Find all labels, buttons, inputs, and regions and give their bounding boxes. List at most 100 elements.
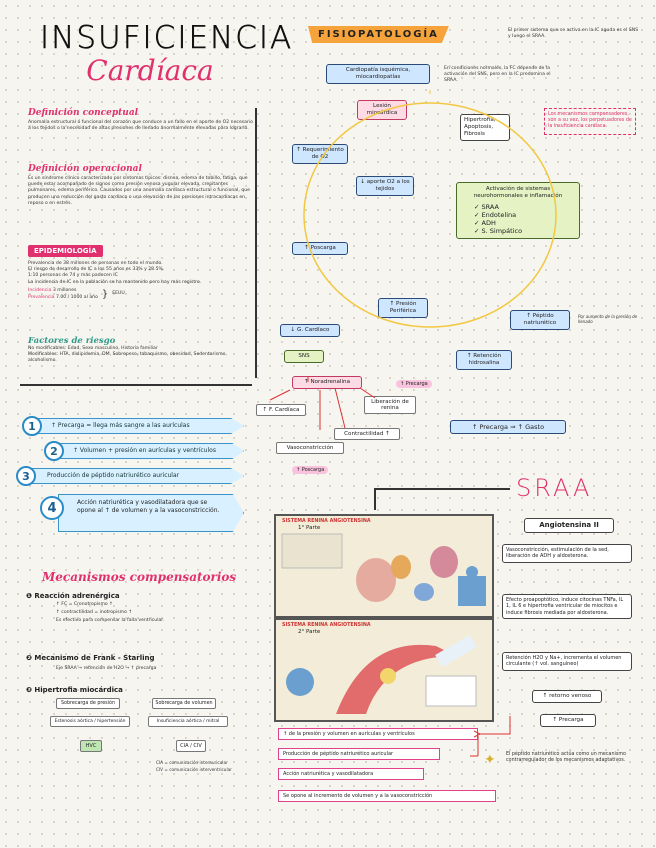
page-title: INSUFICIENCIA Cardíaca bbox=[40, 20, 294, 87]
precarga-tag: ↑ Precarga bbox=[396, 380, 432, 388]
prevalencia-label: Prevalencia bbox=[28, 294, 55, 300]
title-line2: Cardíaca bbox=[86, 54, 214, 87]
m1-title-row: ❶ Reacción adrenérgica bbox=[26, 592, 120, 600]
m1-title: Reacción adrenérgica bbox=[34, 592, 120, 600]
list-item: ✓ ADH bbox=[474, 219, 496, 228]
paso-3-num: 3 bbox=[16, 466, 36, 486]
divider bbox=[20, 384, 252, 386]
paso-4-num: 4 bbox=[40, 496, 64, 520]
fisio-note2: En condiciones normales, la FC depende d… bbox=[444, 66, 551, 84]
box-lesion: Lesión miocárdica bbox=[357, 100, 407, 120]
fisio-cycle bbox=[303, 90, 557, 328]
box-retencion: ↑ Retención hidrosalina bbox=[456, 350, 512, 370]
sraa-retorno: ↑ retorno venoso bbox=[532, 690, 602, 703]
paso-3: Producción de péptido natriurético auric… bbox=[24, 468, 244, 484]
bottom-step: Producción de péptido natriurético auric… bbox=[278, 748, 440, 760]
box-peptido: ↑ Péptido natriurético bbox=[510, 310, 570, 330]
box-sns: SNS bbox=[284, 350, 324, 363]
list-item: La incidencia de IC en la población se h… bbox=[28, 279, 202, 285]
sparkle-icon: ✦ bbox=[484, 752, 496, 768]
mecanismos-note: Los mecanismos compensadores, son a su v… bbox=[544, 108, 636, 135]
panel1-illustration bbox=[281, 533, 486, 606]
sraa-effect1: Vasoconstricción, estimulación de la sed… bbox=[502, 544, 632, 563]
m3-box: HVC bbox=[80, 740, 102, 752]
factores-line1: No modificables: Edad, Sexo masculino, H… bbox=[28, 346, 158, 351]
m3-title-row: ❸ Hipertrofia miocárdica bbox=[26, 686, 123, 694]
m3-box: Sobrecarga de volumen bbox=[152, 698, 216, 709]
paso-2: ↑ Volumen + presión en aurículas y ventr… bbox=[50, 443, 244, 459]
panel2-illustration bbox=[286, 634, 477, 714]
divider bbox=[374, 488, 376, 510]
bottom-step: ↑ de la presión y volumen en aurículas y… bbox=[278, 728, 478, 740]
divider bbox=[255, 108, 257, 378]
definicion-conceptual-heading: Definición conceptual bbox=[28, 108, 139, 118]
sraa-effect3: Retención H2O y Na+, incrementa el volum… bbox=[502, 652, 632, 671]
box-aporte: ↓ aporte O2 a los tejidos bbox=[356, 176, 414, 196]
m2-line: Eje SRAA → retención de H2O → ↑ precarga bbox=[56, 666, 157, 671]
definicion-operacional-heading: Definición operacional bbox=[28, 164, 142, 174]
paso-1-num: 1 bbox=[22, 416, 42, 436]
box-fc: ↑ F. Cardíaca bbox=[256, 404, 306, 416]
epidemiologia-heading: EPIDEMIOLOGÍA bbox=[28, 245, 103, 257]
m3-legend2: CIV = comunicación interventricular bbox=[156, 767, 232, 772]
fisio-note1: El primer sistema que se activa en la IC… bbox=[508, 28, 639, 40]
list-item: El riesgo de desarrollo de IC a los 55 a… bbox=[28, 267, 165, 273]
box-requerimiento: ↑ Requerimiento de O2 bbox=[292, 144, 348, 164]
sraa-panel-2: SISTEMA RENINA ANGIOTENSINA 2° Parte bbox=[274, 618, 494, 722]
sraa-precarga: ↑ Precarga bbox=[540, 714, 596, 727]
panel2-sub: 2° Parte bbox=[298, 629, 321, 635]
list-item: ✓ S. Simpático bbox=[474, 227, 523, 236]
definicion-operacional-body: Es un síndrome clínico caracterizado por… bbox=[28, 176, 250, 206]
bottom-step: Acción natriurética y vasodilatadora bbox=[278, 768, 424, 780]
divider bbox=[374, 488, 510, 490]
fisiopatologia-heading: FISIOPATOLOGÍA bbox=[308, 26, 449, 43]
list-item: Prevalencia de 38 millones de personas e… bbox=[28, 261, 163, 266]
m2-title: Mecanismo de Frank - Starling bbox=[34, 654, 155, 662]
panel1-title: SISTEMA RENINA ANGIOTENSINA bbox=[282, 519, 371, 524]
panel1-sub: 1° Parte bbox=[298, 525, 321, 531]
sraa-effect2: Efecto proapoptótico, induce citocinas T… bbox=[502, 594, 632, 619]
definicion-conceptual-body: Anomalía estructural ó funcional del cor… bbox=[28, 120, 253, 132]
eeuu-tag: EEUU bbox=[112, 291, 125, 297]
epidemiologia-list: Prevalencia de 38 millones de personas e… bbox=[28, 261, 253, 286]
prevalencia-value: 7.00 / 1000 al año bbox=[55, 294, 98, 300]
box-gc: ↓ G. Cardíaco bbox=[280, 324, 340, 337]
box-cardiopatia: Cardiopatía isquémica, miocardiopatías bbox=[326, 64, 430, 84]
list-item: ✓ Endotelina bbox=[474, 211, 517, 220]
list-item: ✓ SRAA bbox=[474, 202, 499, 211]
list-item: ↑ contractilidad = inotropismo ↑ bbox=[56, 610, 133, 616]
factores-line2: Modificables: HTA, dislipidemia, DM, Sob… bbox=[28, 352, 227, 364]
box-activacion: Activación de sistemas neurohormonales e… bbox=[456, 182, 580, 240]
incidencia-label: Incidencia bbox=[28, 288, 52, 294]
red-arrows bbox=[269, 376, 376, 430]
m3-box: CIA / CIV bbox=[176, 740, 206, 752]
box-noradrenalina: ↑ Noradrenalina bbox=[292, 376, 362, 389]
m2-title-row: ❷ Mecanismo de Frank - Starling bbox=[26, 654, 155, 662]
panel2-title: SISTEMA RENINA ANGIOTENSINA bbox=[282, 623, 371, 628]
box-precarga-gasto: ↑ Precarga ⇒ ↑ Gasto bbox=[450, 420, 566, 435]
sraa-heading: SRAA bbox=[516, 474, 593, 502]
activacion-title: Activación de sistemas neurohormonales e… bbox=[473, 186, 563, 199]
title-line1: INSUFICIENCIA bbox=[40, 20, 294, 57]
bottom-step: Se opone al incremento de volumen y a la… bbox=[278, 790, 496, 802]
list-item: Es efectivo para compensar la falla vent… bbox=[56, 618, 165, 624]
paso-1: ↑ Precarga = llega más sangre a las aurí… bbox=[28, 418, 244, 434]
m3-box: Insuficiencia aórtica / mitral bbox=[148, 716, 228, 727]
box-angiotensina: Angiotensina II bbox=[524, 518, 614, 533]
m3-box: Sobrecarga de presión bbox=[56, 698, 120, 709]
m3-legend1: CIA = comunicación interauricular bbox=[156, 760, 228, 765]
peptido-note: Por aumento de la presión de llenado bbox=[578, 314, 638, 325]
m3-title: Hipertrofia miocárdica bbox=[34, 686, 123, 694]
paso-4-text: Acción natriurética y vasodilatadora que… bbox=[77, 499, 220, 515]
mecanismos-heading: Mecanismos compensatorios bbox=[42, 570, 237, 584]
box-poscarga: ↑ Poscarga bbox=[292, 242, 348, 255]
paso-2-num: 2 bbox=[44, 441, 64, 461]
box-contractilidad: Contractilidad ↑ bbox=[334, 428, 400, 440]
incidencia-value: 3 millones bbox=[52, 288, 77, 294]
factores-heading: Factores de riesgo bbox=[28, 336, 116, 346]
box-presion: ↑ Presión Periférica bbox=[378, 298, 428, 318]
bottom-note: El péptido natriurético actúa como un me… bbox=[506, 752, 626, 764]
poscarga2-tag: ↑ Poscarga bbox=[292, 466, 329, 474]
paso-4: Acción natriurética y vasodilatadora que… bbox=[58, 494, 244, 532]
sraa-panel-1: SISTEMA RENINA ANGIOTENSINA 1° Parte bbox=[274, 514, 494, 618]
